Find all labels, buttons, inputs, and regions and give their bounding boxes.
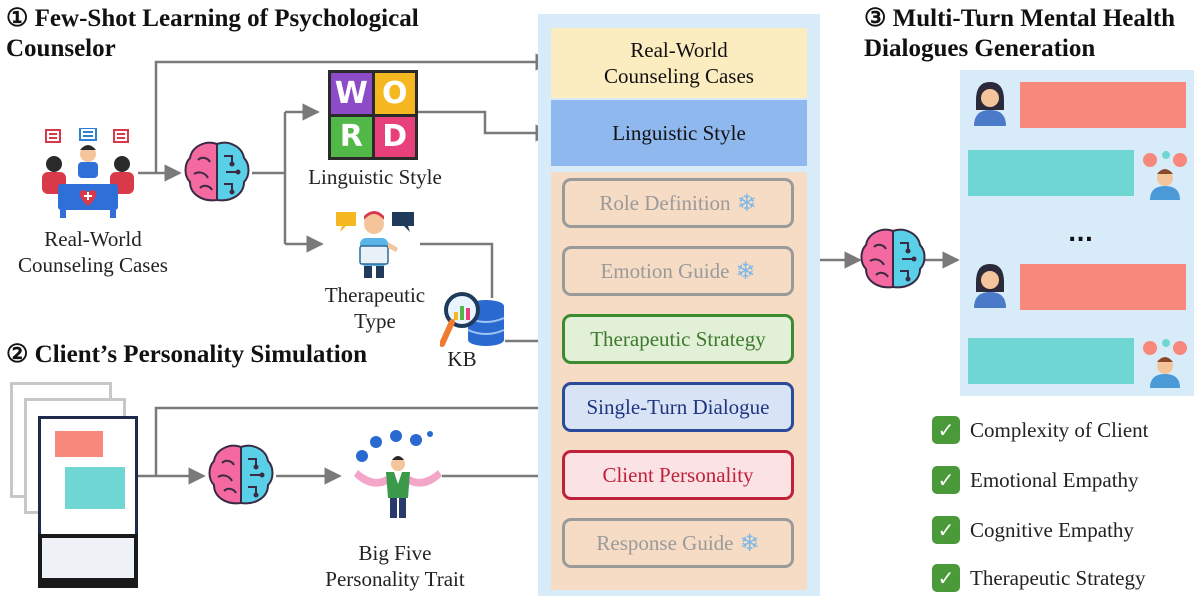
pill-emotion-guide: Emotion Guide ❄ xyxy=(562,246,794,296)
puzzle-piece-w: W xyxy=(331,73,372,114)
caption-therapeutic-type: Therapeutic Type xyxy=(324,283,426,333)
client-message-bubble xyxy=(1020,82,1186,128)
word-puzzle-icon: W O R D xyxy=(328,70,418,160)
therapist-icon xyxy=(336,211,414,278)
client-avatar-icon xyxy=(974,82,1006,126)
counseling-session-icon xyxy=(42,128,134,218)
pill-role-definition: Role Definition ❄ xyxy=(562,178,794,228)
dialogue-ellipsis: ... xyxy=(1068,222,1094,247)
pill-single-turn-dialogue: Single-Turn Dialogue xyxy=(562,382,794,432)
check-icon: ✓ xyxy=(932,564,960,592)
brain-icon xyxy=(184,141,250,202)
document-stack-icon xyxy=(38,416,138,538)
client-avatar-icon xyxy=(974,264,1006,308)
caption-kb: KB xyxy=(447,347,477,371)
check-icon: ✓ xyxy=(932,416,960,444)
check-item-emotional-empathy: ✓ Emotional Empathy xyxy=(932,464,1139,496)
snowflake-icon: ❄ xyxy=(739,529,760,557)
puzzle-piece-r: R xyxy=(331,116,372,157)
personality-trait-icon xyxy=(354,430,442,518)
check-icon: ✓ xyxy=(932,516,960,544)
arrow-word-to-linguistic xyxy=(418,110,553,142)
section-title-personality: ② Client’s Personality Simulation xyxy=(6,341,368,368)
check-item-cognitive-empathy: ✓ Cognitive Empathy xyxy=(932,514,1134,546)
check-icon: ✓ xyxy=(932,466,960,494)
pill-response-guide: Response Guide ❄ xyxy=(562,518,794,568)
wire-therapist-to-kb xyxy=(420,242,494,298)
section-title-few-shot: ① Few-Shot Learning of Psychological Cou… xyxy=(6,5,419,62)
brain-icon xyxy=(860,228,926,289)
caption-big-five: Big Five Personality Trait xyxy=(325,541,465,591)
snowflake-icon: ❄ xyxy=(736,189,757,217)
counselor-avatar-icon xyxy=(1143,339,1187,388)
check-item-therapeutic-strategy: ✓ Therapeutic Strategy xyxy=(932,562,1146,594)
prompt-box-counseling-cases: Real-World Counseling Cases xyxy=(551,28,807,98)
counselor-message-bubble xyxy=(968,150,1134,196)
pill-therapeutic-strategy: Therapeutic Strategy xyxy=(562,314,794,364)
chat-bubble-teal xyxy=(65,467,125,509)
puzzle-piece-d: D xyxy=(374,116,415,157)
puzzle-piece-o: O xyxy=(374,73,415,114)
counselor-avatar-icon xyxy=(1143,151,1187,200)
counselor-message-bubble xyxy=(968,338,1134,384)
snowflake-icon: ❄ xyxy=(735,257,756,285)
prompt-box-linguistic-style: Linguistic Style xyxy=(551,100,807,166)
brain-icon xyxy=(208,444,274,505)
client-message-bubble xyxy=(1020,264,1186,310)
check-item-complexity: ✓ Complexity of Client xyxy=(932,414,1149,446)
document-reflection xyxy=(38,534,138,588)
chat-bubble-red xyxy=(55,431,103,457)
caption-counseling-cases: Real-World Counseling Cases xyxy=(18,227,168,277)
arrow-cases-to-prompt xyxy=(154,53,553,173)
knowledge-base-icon xyxy=(440,292,505,347)
caption-linguistic-style: Linguistic Style xyxy=(308,165,442,189)
pill-client-personality: Client Personality xyxy=(562,450,794,500)
section-title-generation: ③ Multi-Turn Mental Health Dialogues Gen… xyxy=(864,5,1176,62)
arrow-docs-to-single-turn xyxy=(154,399,562,476)
